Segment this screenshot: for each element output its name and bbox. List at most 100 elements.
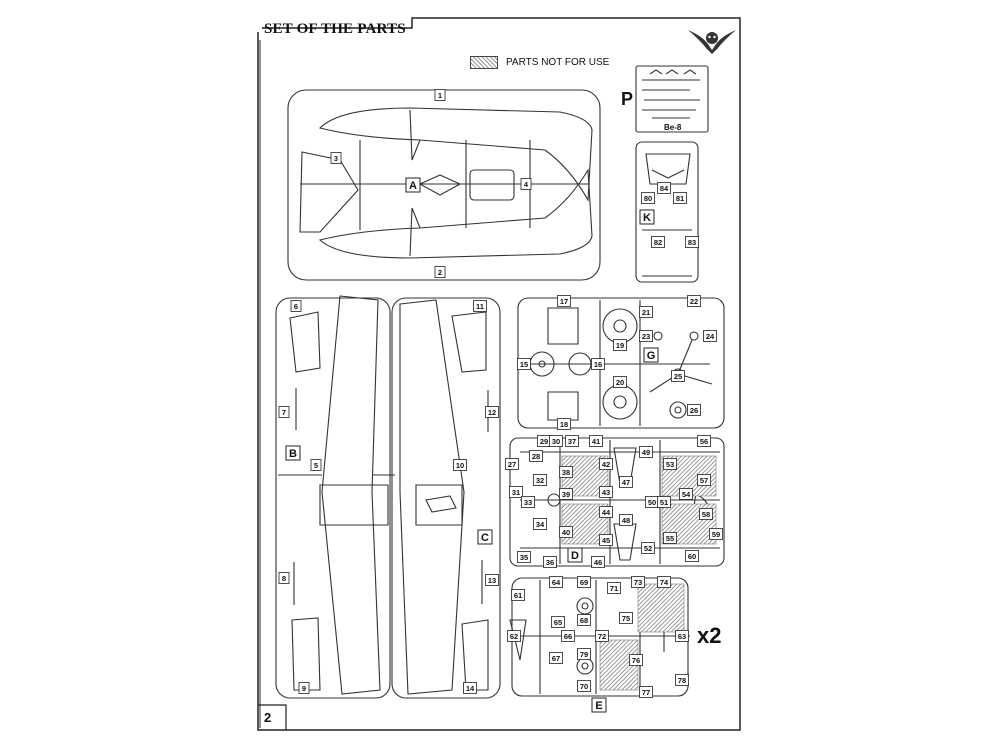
part-number-30: 30	[552, 437, 560, 446]
part-number-2: 2	[438, 268, 442, 277]
sprue-letter-b: B	[289, 448, 297, 460]
part-number-66: 66	[564, 632, 572, 641]
part-number-78: 78	[678, 676, 686, 685]
part-number-67: 67	[552, 654, 560, 663]
part-tag-box-69	[577, 576, 591, 588]
part-number-15: 15	[520, 360, 528, 369]
sprue-letter-e: E	[595, 700, 602, 712]
part-tag-box-23	[639, 330, 653, 342]
part-number-61: 61	[514, 591, 522, 600]
part-tag-box-78	[675, 674, 689, 686]
part-tag-box-8	[278, 572, 290, 584]
part-tag-box-53	[663, 458, 677, 470]
part-number-16: 16	[594, 360, 602, 369]
part-tag-box-60	[685, 550, 699, 562]
part-number-31: 31	[512, 488, 520, 497]
part-tag-box-31	[509, 486, 523, 498]
left-wing	[321, 295, 381, 695]
part-number-81: 81	[676, 194, 684, 203]
part-number-12: 12	[488, 408, 496, 417]
part-tag-box-3	[330, 152, 342, 164]
sprue-letter-c: C	[481, 532, 489, 544]
part-number-49: 49	[642, 448, 650, 457]
part-tag-box-43	[599, 486, 613, 498]
part-tag-box-17	[557, 295, 571, 307]
part-tag-box-42	[599, 458, 613, 470]
part-tag-box-41	[589, 435, 603, 447]
part-number-44: 44	[602, 508, 611, 517]
part-number-7: 7	[282, 408, 286, 417]
part-number-17: 17	[560, 297, 568, 306]
part-tag-box-45	[599, 534, 613, 546]
part-number-71: 71	[610, 584, 618, 593]
page-title: SET OF THE PARTS	[264, 21, 406, 37]
part-tag-box-52	[641, 542, 655, 554]
part-number-10: 10	[456, 461, 464, 470]
part-tag-box-9	[298, 682, 310, 694]
part-tag-box-27	[505, 458, 519, 470]
part-number-48: 48	[622, 516, 630, 525]
part-number-27: 27	[508, 460, 516, 469]
part-tag-box-12	[485, 406, 499, 418]
part-tag-box-77	[639, 686, 653, 698]
part-tag-box-15	[517, 358, 531, 370]
part-tag-box-24	[703, 330, 717, 342]
part-number-22: 22	[690, 297, 698, 306]
sprue-letter-g: G	[647, 350, 656, 362]
part-number-59: 59	[712, 530, 720, 539]
part-number-37: 37	[568, 437, 576, 446]
tail-fin-part	[299, 151, 359, 233]
part-number-41: 41	[592, 437, 600, 446]
legend-label: PARTS NOT FOR USE	[506, 56, 610, 68]
part-tag-box-33	[521, 496, 535, 508]
part-tag-box-35	[517, 551, 531, 563]
part-number-1: 1	[438, 91, 442, 100]
part-number-63: 63	[678, 632, 686, 641]
part-number-74: 74	[660, 578, 669, 587]
part-tag-box-37	[565, 435, 579, 447]
part-tag-box-65	[551, 616, 565, 628]
part-tag-box-51	[657, 496, 671, 508]
part-number-53: 53	[666, 460, 674, 469]
part-tag-box-63	[675, 630, 689, 642]
part-tag-box-66	[561, 630, 575, 642]
part-tag-box-19	[613, 339, 627, 351]
part-tag-box-73	[631, 576, 645, 588]
sprue-k-frame	[635, 141, 699, 283]
part-tag-box-18	[557, 418, 571, 430]
part-number-70: 70	[580, 682, 588, 691]
part-number-21: 21	[642, 308, 650, 317]
canopy-part	[469, 169, 515, 201]
part-number-9: 9	[302, 684, 306, 693]
part-number-45: 45	[602, 536, 610, 545]
right-aileron-part	[451, 311, 487, 373]
part-number-65: 65	[554, 618, 562, 627]
sprue-b-frame	[275, 297, 391, 699]
part-tag-box-6	[290, 300, 302, 312]
part-number-39: 39	[562, 490, 570, 499]
part-tag-box-58	[699, 508, 713, 520]
part-number-29: 29	[540, 437, 548, 446]
part-tag-box-38	[559, 466, 573, 478]
fuselage-half-top	[318, 107, 593, 202]
part-number-77: 77	[642, 688, 650, 697]
part-tag-box-26	[687, 404, 701, 416]
part-number-40: 40	[562, 528, 570, 537]
part-tag-box-54	[679, 488, 693, 500]
part-tag-box-61	[511, 589, 525, 601]
part-tag-box-84	[657, 182, 671, 194]
part-number-83: 83	[688, 238, 696, 247]
part-tag-box-11	[473, 300, 487, 312]
part-number-57: 57	[700, 476, 708, 485]
part-tag-box-46	[591, 556, 605, 568]
sprue-c-frame	[391, 297, 501, 699]
part-tag-box-4	[520, 178, 532, 190]
part-tag-box-82	[651, 236, 665, 248]
part-tag-box-56	[697, 435, 711, 447]
part-number-43: 43	[602, 488, 610, 497]
part-number-18: 18	[560, 420, 568, 429]
part-number-56: 56	[700, 437, 708, 446]
part-number-34: 34	[536, 520, 545, 529]
